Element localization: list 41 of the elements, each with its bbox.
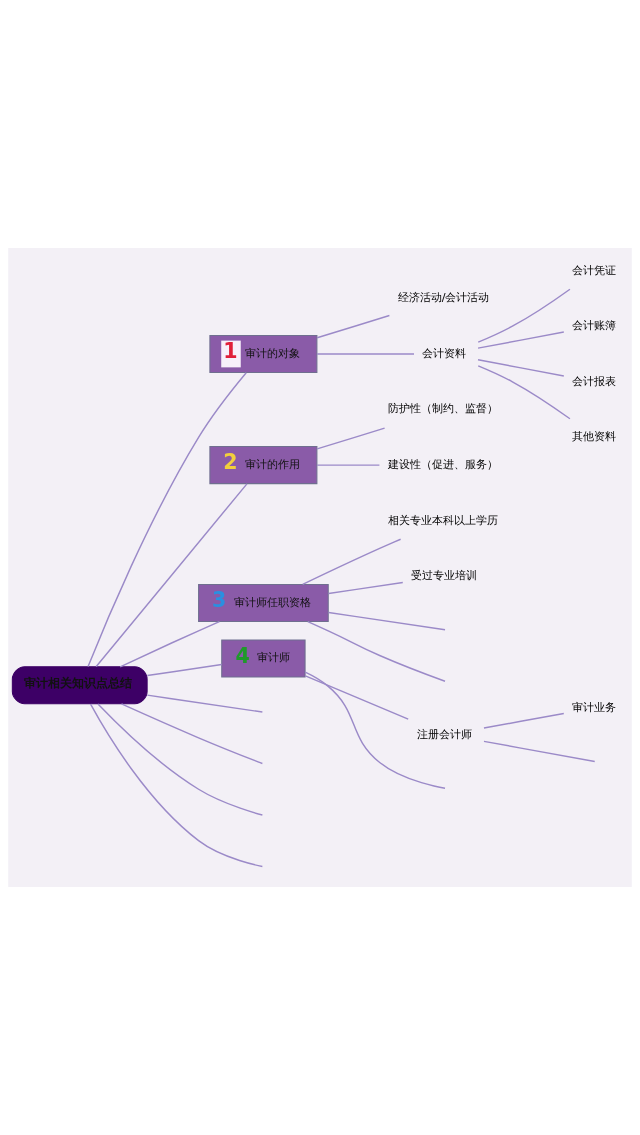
connector xyxy=(87,371,247,668)
connector xyxy=(304,675,409,720)
connector xyxy=(304,671,446,789)
connector xyxy=(307,620,446,682)
node-box: 3 审计师任职资格 xyxy=(198,583,329,623)
node-text: 会计凭证 xyxy=(572,263,617,277)
connector xyxy=(146,663,223,677)
connector xyxy=(477,359,565,377)
node-text: 其他资料 xyxy=(572,430,617,444)
connector xyxy=(477,288,571,343)
connector xyxy=(89,703,264,868)
connector xyxy=(120,703,264,765)
connector xyxy=(483,740,596,763)
connector xyxy=(316,427,386,450)
node-text: 审计业务 xyxy=(572,700,617,714)
connector xyxy=(316,464,381,466)
node-text: 会计报表 xyxy=(572,374,617,388)
connector xyxy=(483,712,565,729)
node-box: 2 审计的作用 xyxy=(209,446,318,485)
connector xyxy=(327,581,404,595)
node-text: 会计账簿 xyxy=(572,319,617,333)
node-text: 相关专业本科以上学历 xyxy=(387,513,498,527)
node-box: 4 审计师 xyxy=(221,639,306,678)
node-box: 1 审计的对象 xyxy=(209,334,318,374)
connector xyxy=(146,694,264,713)
connector xyxy=(327,611,446,631)
node-box: 审计相关知识点总结 xyxy=(11,666,148,705)
node-text: 建设性（促进、服务） xyxy=(387,458,498,471)
connector xyxy=(97,703,264,816)
connector xyxy=(301,538,402,586)
connector xyxy=(316,353,415,355)
node-text: 会计资料 xyxy=(422,346,467,360)
connector xyxy=(477,331,565,349)
connector xyxy=(119,620,221,668)
connector xyxy=(316,314,391,339)
connector xyxy=(95,483,248,668)
node-text: 经济活动/会计活动 xyxy=(397,291,490,305)
node-text: 受过专业培训 xyxy=(411,569,478,583)
connector xyxy=(477,365,571,420)
node-text: 注册会计师 xyxy=(416,727,472,741)
node-text: 防护性（制约、监督） xyxy=(387,402,498,416)
